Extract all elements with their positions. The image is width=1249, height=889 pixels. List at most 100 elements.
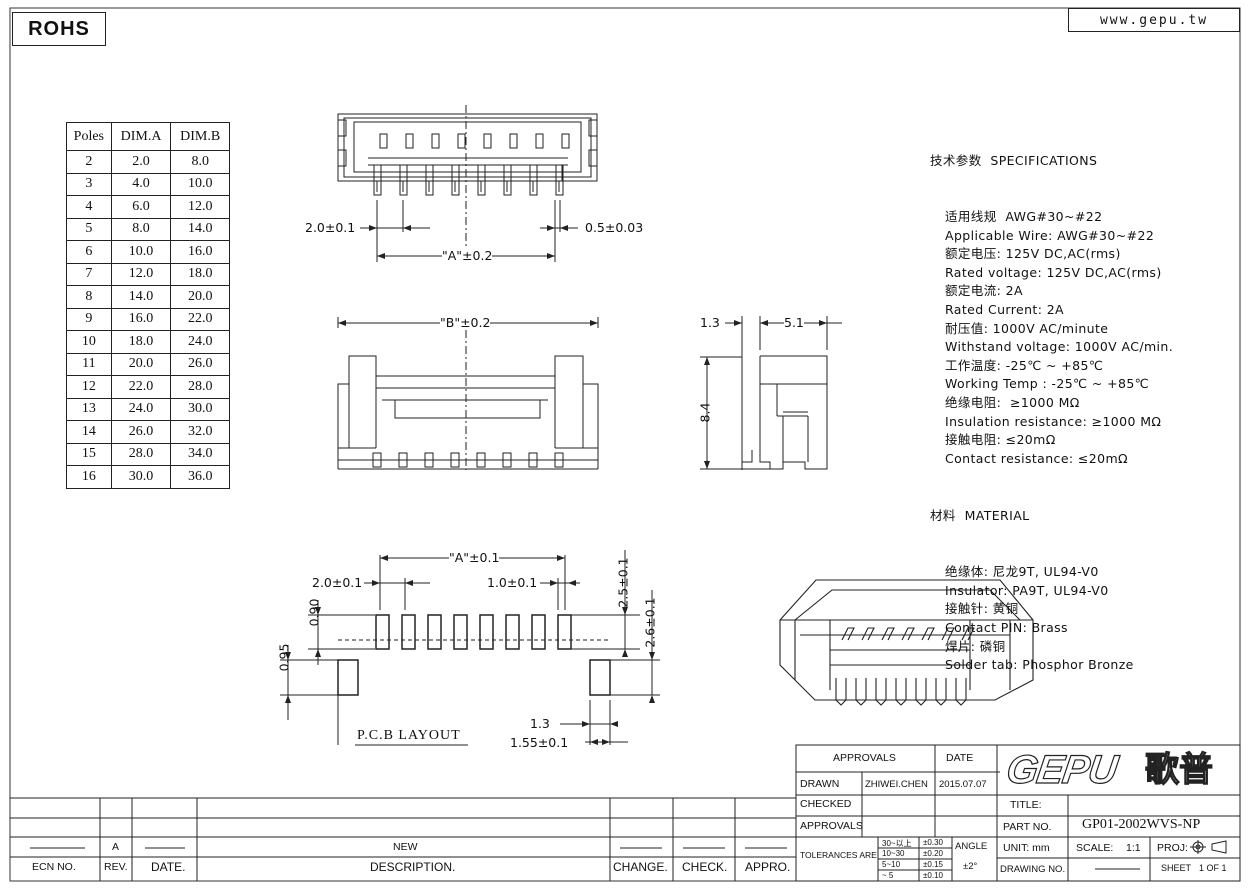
cell-dim-a: 30.0 <box>110 465 172 489</box>
cell-dim-a: 26.0 <box>110 420 172 444</box>
rohs-badge: ROHS <box>12 12 106 46</box>
gepu-logo: GEPU <box>1003 747 1120 792</box>
part-number: GP01-2002WVS-NP <box>1082 817 1201 832</box>
material-title-en: MATERIAL <box>964 508 1030 524</box>
spec-line: 耐压值: 1000V AC/minute <box>945 320 1109 336</box>
top-slot <box>535 133 544 149</box>
tol-value: ±0.10 <box>923 871 943 880</box>
dim-a-label: "A"±0.2 <box>442 248 493 263</box>
pcb-pad <box>531 614 546 650</box>
pcb-pad <box>401 614 416 650</box>
top-pin <box>451 164 460 196</box>
spec-line: 额定电压: 125V DC,AC(rms) <box>945 246 1121 262</box>
date-header: DATE <box>946 752 974 764</box>
iso-pin-leg <box>835 678 847 706</box>
drawn-date: 2015.07.07 <box>939 779 987 790</box>
cell-dim-a: 4.0 <box>110 172 172 196</box>
top-pin <box>503 164 512 196</box>
material-line: Contact PIN: Brass <box>945 620 1068 636</box>
spec-line: Working Temp : -25℃ ~ +85℃ <box>945 376 1150 392</box>
cell-dim-a: 2.0 <box>110 150 172 174</box>
cell-dim-a: 14.0 <box>110 285 172 309</box>
cell-dim-a: 22.0 <box>110 375 172 399</box>
appro-label: APPRO. <box>745 860 791 874</box>
front-view <box>337 317 599 470</box>
pcb-pitch-label: 2.0±0.1 <box>312 575 363 590</box>
cell-poles: 12 <box>66 375 112 399</box>
approvals-header: APPROVALS <box>833 752 896 764</box>
spec-title-en: SPECIFICATIONS <box>990 153 1098 169</box>
tol-value: ±0.30 <box>923 838 943 847</box>
top-pin <box>373 164 382 196</box>
proj-label: PROJ: <box>1157 842 1188 854</box>
cell-poles: 3 <box>66 172 112 196</box>
cell-dim-b: 32.0 <box>170 420 230 444</box>
cell-dim-a: 10.0 <box>110 240 172 264</box>
spec-line: Withstand voltage: 1000V AC/min. <box>945 339 1174 355</box>
pcb-pad <box>427 614 442 650</box>
pcb-layout-title: P.C.B LAYOUT <box>357 728 461 743</box>
cell-dim-a: 12.0 <box>110 262 172 286</box>
angle-value: ±2° <box>963 861 978 872</box>
tol-value: ±0.20 <box>923 849 943 858</box>
material-line: 焊片: 磷铜 <box>945 638 1006 654</box>
pcb-095-label: 0.95 <box>276 643 292 672</box>
top-pin <box>529 164 538 196</box>
spec-line: 额定电流: 2A <box>945 283 1023 299</box>
spec-line: Insulation resistance: ≥1000 MΩ <box>945 413 1162 429</box>
cell-dim-a: 6.0 <box>110 195 172 219</box>
rev-description: NEW <box>393 841 418 853</box>
col-header-poles: Poles <box>66 122 112 151</box>
material-line: Insulator: PA9T, UL94-V0 <box>945 582 1109 598</box>
tolerances-label: TOLERANCES ARE <box>800 850 877 860</box>
rev-value: A <box>112 841 120 853</box>
isometric-view <box>779 579 1034 706</box>
part-no-label: PART NO. <box>1003 821 1052 833</box>
sheet-label: SHEET <box>1161 863 1192 873</box>
front-pin <box>502 452 512 468</box>
iso-pin-top <box>841 627 855 641</box>
top-slot <box>431 133 440 149</box>
pcb-155-label: 1.55±0.1 <box>510 735 569 750</box>
front-pin <box>528 452 538 468</box>
cell-dim-a: 16.0 <box>110 307 172 331</box>
pcb-dim-a-label: "A"±0.1 <box>449 550 500 565</box>
drawn-by: ZHIWEI.CHEN <box>865 779 928 790</box>
cell-dim-b: 12.0 <box>170 195 230 219</box>
spec-line: 工作温度: -25℃ ~ +85℃ <box>945 357 1104 373</box>
cell-poles: 4 <box>66 195 112 219</box>
tol-range: 10~30 <box>882 849 905 858</box>
col-header-dim-a: DIM.A <box>110 122 172 151</box>
dim-b-label: "B"±0.2 <box>440 315 491 330</box>
title-block-lines <box>795 744 1241 882</box>
cell-dim-b: 14.0 <box>170 217 230 241</box>
revision-block-lines <box>10 797 1140 881</box>
top-pin <box>555 164 564 196</box>
sheet-value: 1 OF 1 <box>1199 863 1227 873</box>
front-pin <box>398 452 408 468</box>
angle-label: ANGLE <box>955 841 988 852</box>
website-label: www.gepu.tw <box>1068 8 1240 32</box>
material-line: Solder tab: Phosphor Bronze <box>945 657 1134 673</box>
iso-pin-leg <box>855 678 867 706</box>
pcb-pad-label: 1.0±0.1 <box>487 575 538 590</box>
material-line: 绝缘体: 尼龙9T, UL94-V0 <box>945 564 1099 580</box>
scale-value: 1:1 <box>1126 842 1141 854</box>
top-slot <box>509 133 518 149</box>
pcb-pad-h-label: 2.5±0.1 <box>615 557 631 608</box>
iso-pin-leg <box>935 678 947 706</box>
projection-symbol-icon <box>1190 840 1227 854</box>
top-slot <box>561 133 570 149</box>
cell-dim-b: 22.0 <box>170 307 230 331</box>
spec-line: Applicable Wire: AWG#30~#22 <box>945 227 1155 243</box>
spec-line: 接触电阻: ≤20mΩ <box>945 432 1056 448</box>
